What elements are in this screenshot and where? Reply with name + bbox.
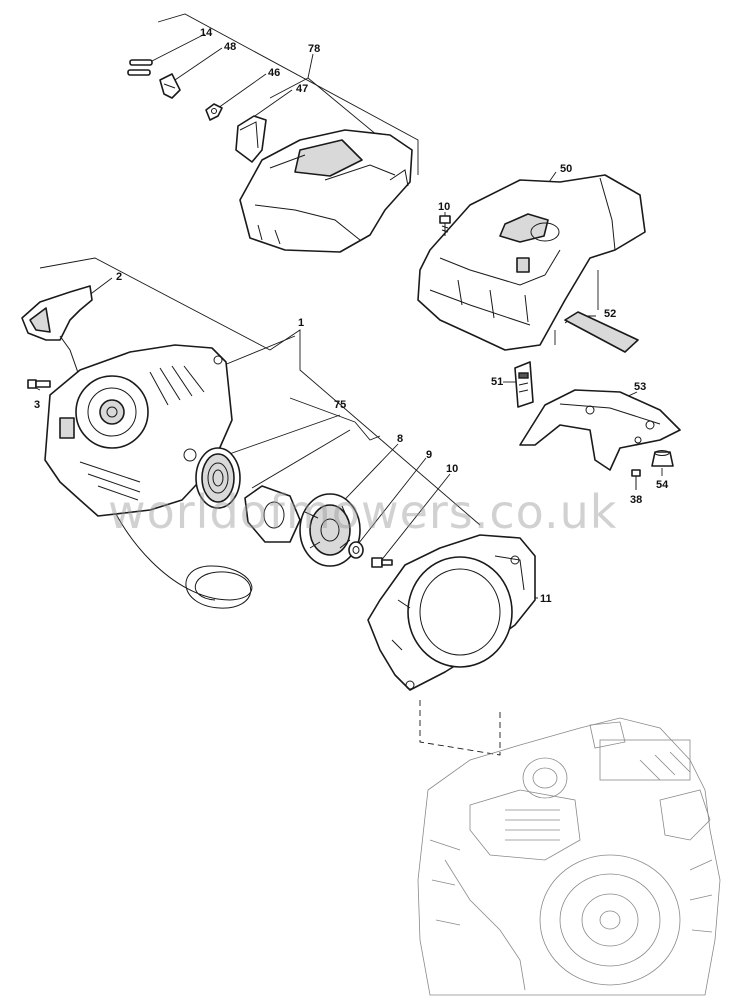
callout-51: 51 [491, 376, 503, 388]
callout-46: 46 [268, 67, 280, 79]
handle-part-2 [21, 285, 93, 385]
screw-part-38 [631, 469, 641, 490]
washer-part-75 [244, 485, 301, 543]
pulley-part-8 [299, 493, 361, 567]
spring-part-46 [205, 103, 223, 121]
callout-2: 2 [116, 271, 122, 283]
callout-10-top: 10 [438, 201, 450, 213]
screw-part-10-left [371, 557, 393, 568]
callout-54: 54 [656, 479, 669, 491]
fan-housing-part-11 [367, 534, 536, 691]
top-cover-part-78 [239, 129, 413, 253]
screw-part-10-top [439, 215, 451, 236]
callout-8: 8 [397, 433, 403, 445]
callout-48: 48 [224, 41, 236, 53]
callout-9: 9 [426, 449, 432, 461]
callout-3: 3 [34, 399, 40, 411]
starter-housing-part-1 [44, 344, 233, 517]
plate-part-52 [564, 311, 639, 353]
callout-11: 11 [540, 593, 552, 605]
callout-10-left: 10 [446, 463, 458, 475]
bracket-part-53 [519, 389, 681, 471]
callout-47: 47 [296, 83, 308, 95]
leader-group-78 [149, 13, 419, 175]
watermark: worldofmowers.co.uk [108, 485, 617, 539]
callout-1: 1 [298, 317, 304, 329]
buffer-part-54 [651, 450, 674, 467]
cap-part-47 [235, 115, 267, 163]
engine-reference-drawing [417, 717, 721, 996]
callout-50: 50 [560, 163, 572, 175]
filter-part-51 [514, 361, 534, 408]
spring-part-75 [195, 447, 241, 509]
callout-14: 14 [200, 27, 213, 39]
callout-38: 38 [630, 494, 642, 506]
callout-52: 52 [604, 308, 616, 320]
callout-53: 53 [634, 381, 646, 393]
assembly-guide [419, 700, 501, 756]
callout-78: 78 [308, 43, 320, 55]
shroud-part-50 [417, 174, 646, 351]
callout-75: 75 [334, 399, 346, 411]
clip-part-48 [159, 73, 181, 99]
bolt-part-3 [27, 379, 51, 389]
washer-part-9 [348, 541, 364, 559]
pin-part-14 [127, 59, 153, 76]
